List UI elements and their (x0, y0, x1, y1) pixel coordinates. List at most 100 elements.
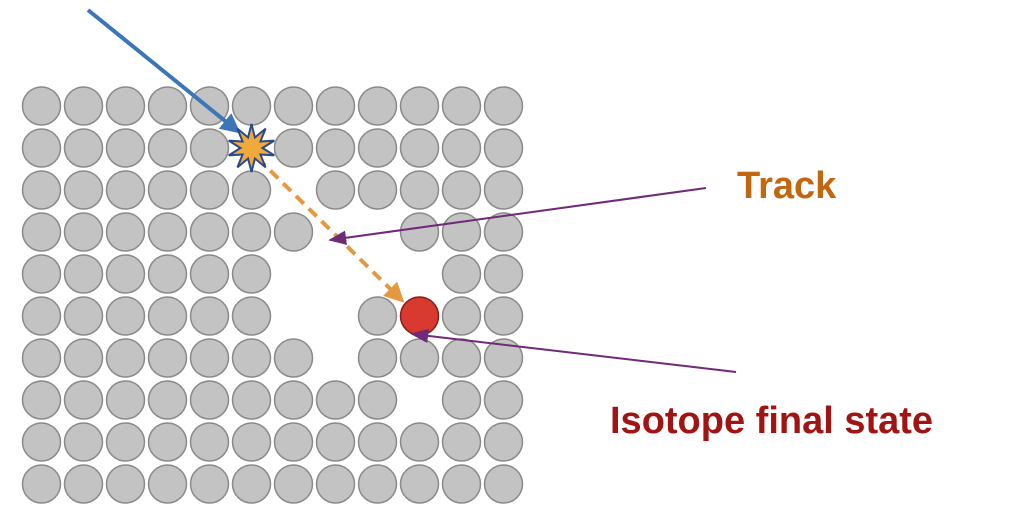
lattice-atom (357, 296, 398, 336)
lattice-atom (189, 254, 230, 294)
lattice-atom (63, 422, 104, 462)
lattice-atom (357, 86, 398, 126)
lattice-atom (441, 254, 482, 294)
lattice-atom (441, 128, 482, 168)
lattice-atom (357, 422, 398, 462)
lattice-atom (273, 338, 314, 378)
lattice-atom (231, 338, 272, 378)
lattice-atom (441, 170, 482, 210)
lattice-atom (189, 338, 230, 378)
lattice-atom (147, 380, 188, 420)
lattice-atom (147, 464, 188, 504)
lattice-atom (147, 170, 188, 210)
lattice-atom (399, 170, 440, 210)
lattice-atom (21, 338, 62, 378)
lattice-atom (231, 380, 272, 420)
lattice-atom (21, 422, 62, 462)
diagram-overlay (86, 8, 737, 373)
lattice-atom (441, 86, 482, 126)
lattice-atom (105, 128, 146, 168)
lattice-atom (189, 464, 230, 504)
lattice-atom (105, 212, 146, 252)
lattice-atom (483, 296, 524, 336)
lattice-atom (399, 464, 440, 504)
lattice-atom (441, 212, 482, 252)
lattice-atom (483, 380, 524, 420)
lattice-atom (483, 212, 524, 252)
lattice-atom (399, 422, 440, 462)
lattice-atom (315, 170, 356, 210)
lattice-atom (63, 212, 104, 252)
lattice-atom (399, 212, 440, 252)
lattice-atom (21, 464, 62, 504)
lattice-atom (105, 86, 146, 126)
lattice-atom (315, 422, 356, 462)
lattice-atom (63, 296, 104, 336)
isotope-final-state-label: Isotope final state (610, 400, 934, 442)
lattice-atom (63, 170, 104, 210)
lattice-atom (483, 128, 524, 168)
lattice-atom (105, 380, 146, 420)
lattice-atom (357, 464, 398, 504)
lattice-atom (147, 422, 188, 462)
lattice-atom (273, 212, 314, 252)
lattice-atom (399, 338, 440, 378)
lattice-atom (189, 380, 230, 420)
recoil-track-arrow (256, 156, 405, 303)
lattice-atom (273, 128, 314, 168)
track-label: Track (737, 165, 837, 207)
lattice-atom (483, 338, 524, 378)
lattice-atom (483, 254, 524, 294)
lattice-atom (441, 338, 482, 378)
lattice-atom (231, 170, 272, 210)
lattice-atom (441, 296, 482, 336)
lattice-atom (231, 86, 272, 126)
lattice-atom (231, 212, 272, 252)
lattice-atom (147, 338, 188, 378)
lattice-atom (105, 296, 146, 336)
lattice-atom (105, 254, 146, 294)
lattice-atom (21, 170, 62, 210)
lattice-atom (21, 212, 62, 252)
lattice-atom (63, 128, 104, 168)
lattice-atom (315, 380, 356, 420)
lattice-atom (63, 254, 104, 294)
isotope-pointer-line (410, 328, 737, 373)
lattice-atom (483, 422, 524, 462)
lattice-atom (63, 464, 104, 504)
lattice-atom (441, 464, 482, 504)
lattice-atom (315, 128, 356, 168)
lattice-atom (357, 380, 398, 420)
atom-lattice (21, 86, 524, 504)
lattice-atom (147, 254, 188, 294)
lattice-atom (483, 86, 524, 126)
lattice-atom (357, 338, 398, 378)
lattice-atom (105, 338, 146, 378)
lattice-atom (21, 296, 62, 336)
lattice-atom (63, 380, 104, 420)
lattice-atom (399, 128, 440, 168)
lattice-atom (273, 464, 314, 504)
lattice-atom (189, 170, 230, 210)
lattice-atom (399, 86, 440, 126)
lattice-atom (63, 86, 104, 126)
lattice-atom (357, 170, 398, 210)
lattice-atom (189, 422, 230, 462)
lattice-atom (147, 296, 188, 336)
lattice-atom (483, 464, 524, 504)
lattice-atom (189, 212, 230, 252)
lattice-atom (483, 170, 524, 210)
lattice-atom (21, 380, 62, 420)
starburst-icon (228, 123, 275, 173)
lattice-atom (189, 128, 230, 168)
lattice-atom (21, 86, 62, 126)
lattice-atom (231, 254, 272, 294)
track-pointer-line (328, 187, 707, 245)
lattice-atom (231, 296, 272, 336)
lattice-atom (21, 254, 62, 294)
lattice-atom (63, 338, 104, 378)
final-state-atom (399, 296, 440, 336)
lattice-atom (21, 128, 62, 168)
incoming-particle-arrow (86, 8, 241, 134)
